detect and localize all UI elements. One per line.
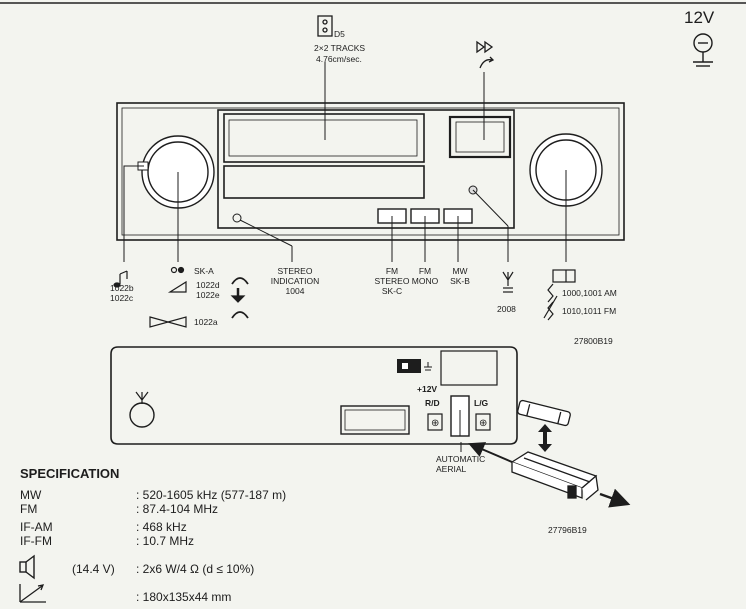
- trimmer-code: 2008: [497, 304, 516, 314]
- volume-code-1: 1022d: [196, 280, 220, 290]
- spec-value-if-fm: : 10.7 MHz: [136, 534, 195, 548]
- spec-power-condition: (14.4 V): [72, 562, 115, 576]
- spec-label-mw: MW: [20, 488, 42, 502]
- dimensions-icon: [19, 584, 46, 603]
- front-panel: [116, 102, 625, 241]
- volume-sk: SK-A: [194, 266, 214, 276]
- speaker-rd-connector: [427, 413, 443, 431]
- note-icon: [119, 270, 128, 284]
- svg-text:⊕: ⊕: [431, 418, 439, 429]
- spec-title: SPECIFICATION: [20, 466, 120, 481]
- cassette-icon: [317, 15, 333, 37]
- tuning-symbols: [543, 269, 576, 321]
- speaker-lg-connector: [475, 413, 491, 431]
- back-panel: [110, 346, 518, 445]
- rd-label: R/D: [425, 398, 440, 408]
- leader-lines: [123, 62, 567, 262]
- tuning-fm-code: 1010,1011 FM: [562, 306, 617, 316]
- voltage-label: 12V: [684, 8, 715, 27]
- spec-label-if-am: IF-AM: [20, 520, 53, 534]
- aerial-socket: [129, 402, 155, 428]
- ground-small-icon: [424, 362, 432, 371]
- tone-code-2: 1022c: [110, 293, 134, 303]
- figure2-ref: 27796B19: [548, 525, 587, 535]
- fuse-drawer-icon: [510, 451, 599, 501]
- volume-symbols: [149, 266, 249, 328]
- volume-code-2: 1022e: [196, 290, 220, 300]
- fuse-icon: [517, 399, 571, 427]
- plus12v-label: +12V: [417, 384, 438, 394]
- balance-code: 1022a: [194, 317, 218, 327]
- spec-dimensions-value: : 180x135x44 mm: [136, 590, 232, 604]
- speaker-icon: [19, 554, 35, 580]
- figure1-ref: 27800B19: [574, 336, 613, 346]
- lg-label: L/G: [474, 398, 489, 408]
- stereo-led: [232, 213, 242, 223]
- spec-label-fm: FM: [20, 502, 38, 516]
- spec-value-fm: : 87.4-104 MHz: [136, 502, 219, 516]
- fast-forward-icon: [476, 40, 495, 69]
- ground-symbol-icon: [693, 33, 713, 67]
- spec-label-if-fm: IF-FM: [20, 534, 52, 548]
- aerial-trimmer-icon: [502, 271, 514, 293]
- ground-connector: [397, 359, 421, 373]
- spec-power-value: : 2x6 W/4 Ω (d ≤ 10%): [136, 562, 255, 576]
- tone-code-1: 1022b: [110, 283, 134, 293]
- tape-symbol-label: D5: [334, 29, 345, 39]
- tracks-label: 2×2 TRACKS: [314, 43, 366, 53]
- spec-value-mw: : 520-1605 kHz (577-187 m): [136, 488, 287, 502]
- speed-label: 4.76cm/sec.: [316, 54, 362, 64]
- aerial-icon: [135, 391, 149, 404]
- svg-text:⊕: ⊕: [479, 418, 487, 429]
- spec-value-if-am: : 468 kHz: [136, 520, 187, 534]
- tuning-am-code: 1000,1001 AM: [562, 288, 617, 298]
